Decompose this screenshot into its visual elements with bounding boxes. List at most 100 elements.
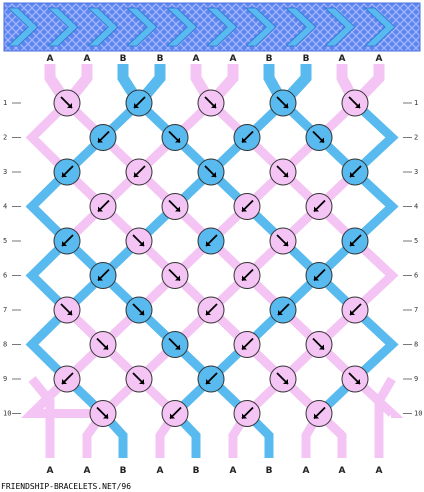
strand-edge-left bbox=[25, 168, 71, 245]
site-footer-text: FRIENDSHIP-BRACELETS.NET/96 bbox=[1, 482, 131, 491]
bottom-string-label: A bbox=[303, 466, 310, 476]
knot bbox=[125, 158, 153, 186]
arrow-down-left-icon bbox=[170, 413, 175, 419]
strand-edge-left bbox=[25, 99, 71, 176]
row-number-right: 2 bbox=[414, 134, 418, 142]
top-string-label: B bbox=[157, 54, 164, 64]
strand-segment bbox=[28, 376, 55, 458]
knot bbox=[341, 365, 369, 393]
arrow-down-right-icon bbox=[139, 379, 144, 384]
knot bbox=[89, 331, 117, 358]
top-string-label: A bbox=[339, 54, 346, 64]
row-number-left: 10 bbox=[3, 410, 11, 418]
row-number-left: 9 bbox=[3, 375, 7, 383]
knot bbox=[305, 262, 333, 289]
knot bbox=[89, 262, 117, 289]
arrow-down-right-icon bbox=[175, 137, 180, 143]
strand-edge-left bbox=[25, 306, 71, 383]
bottom-string-label: A bbox=[47, 466, 54, 476]
strand-edge-right bbox=[351, 237, 399, 314]
strand-edge-right bbox=[351, 306, 399, 383]
row-number-right: 10 bbox=[414, 410, 422, 418]
knot bbox=[341, 296, 369, 324]
strand-edge-left bbox=[21, 375, 103, 418]
knot bbox=[197, 365, 225, 393]
arrow-down-right-icon bbox=[103, 413, 108, 419]
knot bbox=[233, 193, 261, 220]
arrow-down-left-icon bbox=[206, 379, 211, 384]
arrow-down-left-icon bbox=[62, 172, 67, 177]
top-string-label: A bbox=[47, 54, 54, 64]
bottom-string-label: A bbox=[84, 466, 91, 476]
knot bbox=[233, 331, 261, 358]
arrow-down-left-icon bbox=[350, 241, 355, 246]
arrow-down-right-icon bbox=[355, 379, 360, 384]
knot bbox=[269, 365, 297, 393]
arrow-down-right-icon bbox=[319, 137, 324, 143]
knot bbox=[305, 193, 333, 220]
strand-paths bbox=[21, 64, 404, 458]
row-number-right: 1 bbox=[414, 99, 418, 107]
arrow-down-right-icon bbox=[67, 310, 72, 315]
arrow-down-left-icon bbox=[98, 137, 103, 143]
arrow-down-left-icon bbox=[98, 206, 103, 212]
top-string-label: B bbox=[266, 54, 273, 64]
arrow-down-left-icon bbox=[314, 413, 319, 419]
knot bbox=[341, 158, 369, 186]
arrow-down-left-icon bbox=[62, 379, 67, 384]
knot bbox=[269, 296, 297, 324]
row-number-left: 6 bbox=[3, 272, 7, 280]
knot bbox=[89, 193, 117, 220]
knot bbox=[53, 296, 81, 324]
top-string-label: A bbox=[376, 54, 383, 64]
arrow-down-left-icon bbox=[278, 310, 283, 315]
band-chevron bbox=[165, 7, 198, 47]
arrow-down-right-icon bbox=[175, 275, 180, 281]
arrow-down-left-icon bbox=[242, 344, 247, 350]
top-string-label: B bbox=[303, 54, 310, 64]
row-number-left: 2 bbox=[3, 134, 7, 142]
strand-edge-left bbox=[25, 237, 71, 314]
arrow-down-right-icon bbox=[283, 172, 288, 177]
band-chevron bbox=[284, 7, 317, 47]
knot bbox=[161, 193, 189, 220]
row-number-right: 7 bbox=[414, 306, 418, 314]
top-string-label: A bbox=[193, 54, 200, 64]
knot bbox=[53, 89, 81, 117]
band-chevron bbox=[86, 7, 119, 47]
knot bbox=[233, 124, 261, 151]
row-number-left: 4 bbox=[3, 203, 7, 211]
knot bbox=[305, 400, 333, 427]
strand-edge-right bbox=[351, 375, 404, 418]
row-number-right: 9 bbox=[414, 375, 418, 383]
knot bbox=[89, 400, 117, 427]
arrow-down-right-icon bbox=[319, 344, 324, 350]
band-chevron bbox=[363, 7, 396, 47]
top-string-label: A bbox=[230, 54, 237, 64]
knot bbox=[233, 262, 261, 289]
knot bbox=[341, 89, 369, 117]
arrow-down-left-icon bbox=[350, 310, 355, 315]
knot bbox=[125, 296, 153, 324]
arrow-down-left-icon bbox=[242, 137, 247, 143]
arrow-down-right-icon bbox=[139, 241, 144, 246]
arrow-down-left-icon bbox=[62, 241, 67, 246]
arrow-down-right-icon bbox=[139, 310, 144, 315]
band-chevron bbox=[125, 7, 158, 47]
arrow-down-right-icon bbox=[283, 103, 288, 108]
band-chevron bbox=[323, 7, 356, 47]
row-number-right: 3 bbox=[414, 168, 418, 176]
knot bbox=[53, 227, 81, 255]
knot bbox=[161, 124, 189, 151]
bottom-string-label: B bbox=[193, 466, 200, 476]
arrow-down-right-icon bbox=[283, 241, 288, 246]
arrow-down-right-icon bbox=[175, 344, 180, 350]
row-number-right: 5 bbox=[414, 237, 418, 245]
arrow-down-left-icon bbox=[242, 413, 247, 419]
bottom-string-label: A bbox=[230, 466, 237, 476]
band-chevron bbox=[46, 7, 79, 47]
knot bbox=[197, 89, 225, 117]
